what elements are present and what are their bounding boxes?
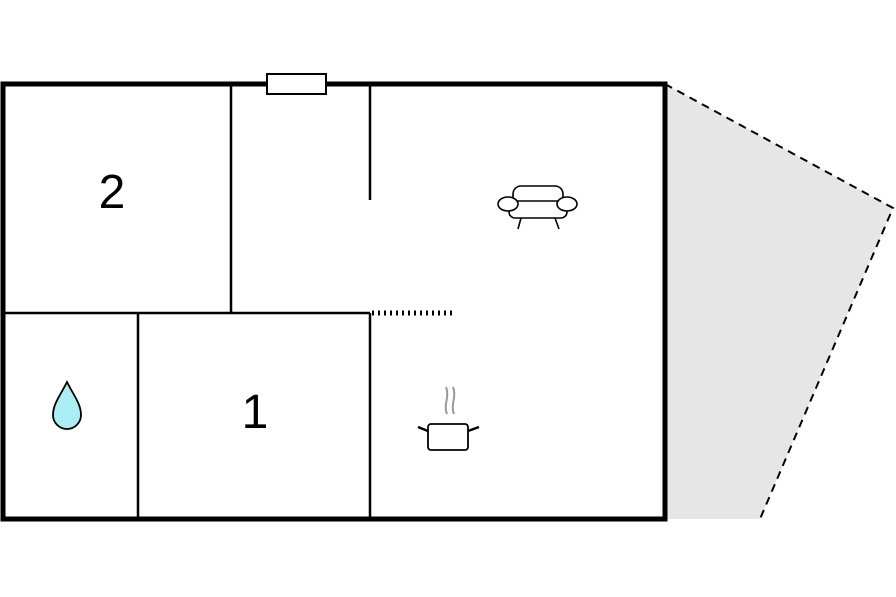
- room-label-2: 2: [99, 166, 126, 219]
- room-label-1: 1: [242, 386, 269, 439]
- outer-walls: [0, 81, 668, 522]
- terrace-area: [665, 84, 893, 519]
- terrace-outline: [664, 83, 895, 520]
- interior-walls: [3, 84, 372, 519]
- window-icon: [266, 73, 327, 95]
- cooking-pot-icon: [417, 386, 480, 451]
- armchair-icon: [497, 185, 578, 230]
- water-drop-icon: [52, 379, 82, 430]
